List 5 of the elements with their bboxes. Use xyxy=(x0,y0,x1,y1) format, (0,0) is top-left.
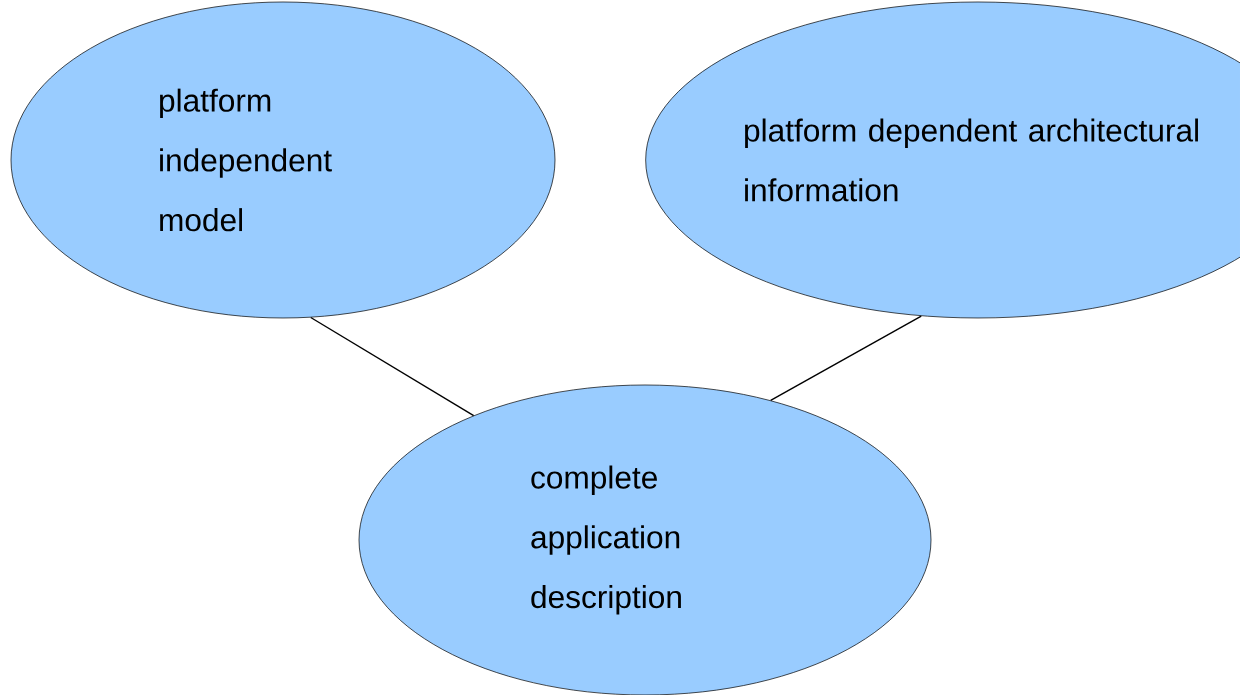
connector-line xyxy=(310,316,475,417)
ellipse-node: platform independent model xyxy=(10,1,556,319)
connector-line xyxy=(770,315,922,402)
ellipse-node: platform dependent architectural information xyxy=(645,1,1240,319)
ellipse-node: complete application description xyxy=(358,384,932,695)
